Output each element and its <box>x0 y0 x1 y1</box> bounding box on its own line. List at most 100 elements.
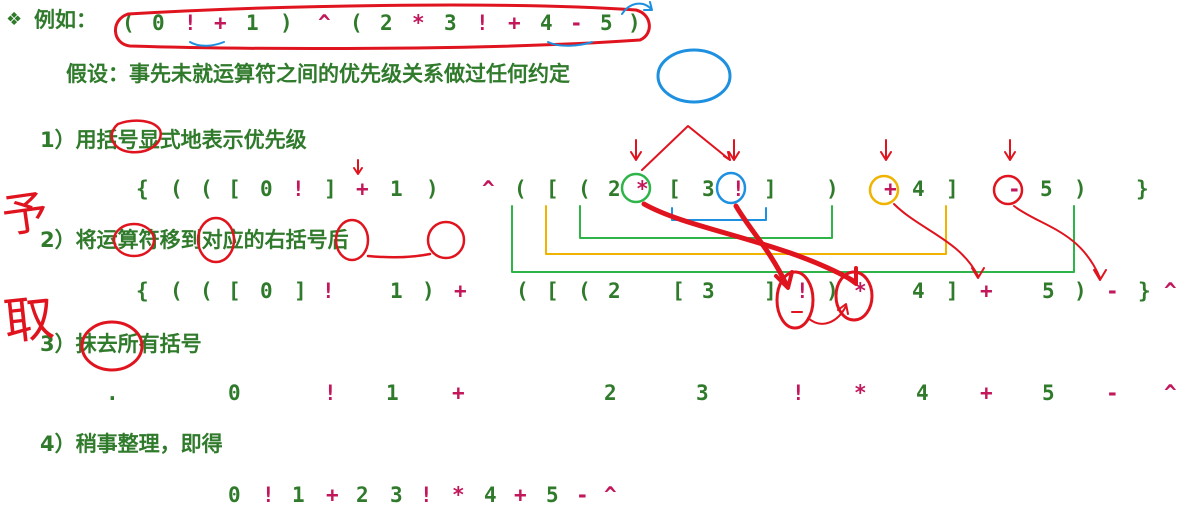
expression-token: 4 <box>916 381 929 405</box>
example-underline-blue <box>189 41 225 47</box>
expression-token: 0 <box>228 381 241 405</box>
expression-token: ( <box>578 177 591 201</box>
expression-token: 3 <box>390 483 403 507</box>
expression-token: 2 <box>608 177 621 201</box>
operator-token: ^ <box>604 483 617 507</box>
expression-token: ) <box>1074 279 1087 303</box>
expression-token: 1 <box>390 279 403 303</box>
bracket-yellow <box>545 205 947 255</box>
operator-token: ! <box>476 11 489 35</box>
step-2-title: 2）将运算符移到对应的右括号后 <box>40 228 349 252</box>
operator-token: * <box>854 279 867 303</box>
expression-token: [ <box>546 279 559 303</box>
expression-token: 5 <box>1042 381 1055 405</box>
expression-token: 2 <box>608 279 621 303</box>
arrow-mul <box>630 139 642 161</box>
expression-token: 2 <box>380 11 393 35</box>
expression-token: 5 <box>600 11 613 35</box>
move-arrow-minus <box>1013 205 1107 281</box>
expression-token: [ <box>672 279 685 303</box>
operator-token: ! <box>292 177 305 201</box>
step-3-title: 3）抹去所有括号 <box>40 332 202 356</box>
expression-token: 1 <box>390 177 403 201</box>
operator-token: + <box>356 177 369 201</box>
expression-token: 5 <box>1042 279 1055 303</box>
expression-token: [ <box>228 177 241 201</box>
expression-token: 5 <box>546 483 559 507</box>
operator-token: + <box>514 483 527 507</box>
operator-token: ! <box>792 381 805 405</box>
operator-token: * <box>636 177 649 201</box>
expression-token: { <box>136 279 149 303</box>
expression-token: ( <box>200 279 213 303</box>
expression-token: ( <box>122 11 135 35</box>
expression-token: 4 <box>912 279 925 303</box>
expression-token: 3 <box>702 177 715 201</box>
expression-token: ) <box>280 11 293 35</box>
expression-token: ] <box>946 279 959 303</box>
expression-token: ] <box>324 177 337 201</box>
operator-token: ! <box>322 279 335 303</box>
operator-token: - <box>1106 279 1119 303</box>
expression-token: 2 <box>356 483 369 507</box>
operator-token: - <box>1106 381 1119 405</box>
expression-token: ) <box>1074 177 1087 201</box>
arrow-plus-2 <box>880 139 892 161</box>
expression-token: 0 <box>260 177 273 201</box>
operator-token: + <box>980 381 993 405</box>
operator-token: + <box>508 11 521 35</box>
circle-hou <box>426 220 466 260</box>
operator-token: * <box>412 11 425 35</box>
operator-token: ! <box>420 483 433 507</box>
move-arrow-plus <box>893 203 985 279</box>
expression-token: ( <box>170 279 183 303</box>
expression-token: 0 <box>260 279 273 303</box>
expression-token: 5 <box>1040 177 1053 201</box>
step-4-title: 4）稍事整理，即得 <box>40 432 223 456</box>
bracket-blue <box>671 207 767 221</box>
expression-token: 1 <box>292 483 305 507</box>
handwritten-char-bottom: 取 <box>1 288 57 352</box>
expression-token: ] <box>294 279 307 303</box>
expression-token: ) <box>628 11 641 35</box>
expression-token: 1 <box>246 11 259 35</box>
operator-token: - <box>576 483 589 507</box>
move-arrow-mul <box>641 201 855 283</box>
move-arrow-bang-head <box>774 270 794 290</box>
operator-token: - <box>570 11 583 35</box>
operator-token: * <box>452 483 465 507</box>
arrow-bang <box>728 139 740 161</box>
operator-token: ! <box>324 381 337 405</box>
operator-token: + <box>214 11 227 35</box>
bracket-green-inner <box>579 205 833 239</box>
operator-token: - <box>1008 177 1021 201</box>
expression-token: 4 <box>540 11 553 35</box>
operator-token: ! <box>732 177 745 201</box>
underline-kuohao2 <box>366 252 432 259</box>
expression-token: 3 <box>696 381 709 405</box>
operator-token: + <box>326 483 339 507</box>
expression-token: [ <box>546 177 559 201</box>
expression-token: ( <box>350 11 363 35</box>
expression-token: 2 <box>604 381 617 405</box>
expression-token: ] <box>946 177 959 201</box>
arrow-plus-1 <box>353 159 363 175</box>
expression-token: 4 <box>484 483 497 507</box>
example-underline-blue-2 <box>547 41 593 47</box>
expression-token: ) <box>426 177 439 201</box>
operator-token: ^ <box>318 11 331 35</box>
bullet-icon: ❖ <box>6 9 23 30</box>
expression-token: 0 <box>228 483 241 507</box>
expression-token: ] <box>764 177 777 201</box>
operator-token: ! <box>262 483 275 507</box>
operator-token: ! <box>796 279 809 303</box>
expression-token: [ <box>668 177 681 201</box>
expression-token: . <box>106 381 119 405</box>
expression-token: ( <box>200 177 213 201</box>
expression-token: 0 <box>152 11 165 35</box>
assumption-text: 假设：事先未就运算符之间的优先级关系做过任何约定 <box>66 62 570 86</box>
move-arrow-bang <box>733 203 789 287</box>
operator-token: + <box>884 177 897 201</box>
expression-token: ) <box>826 177 839 201</box>
curl-arrow <box>807 303 849 325</box>
